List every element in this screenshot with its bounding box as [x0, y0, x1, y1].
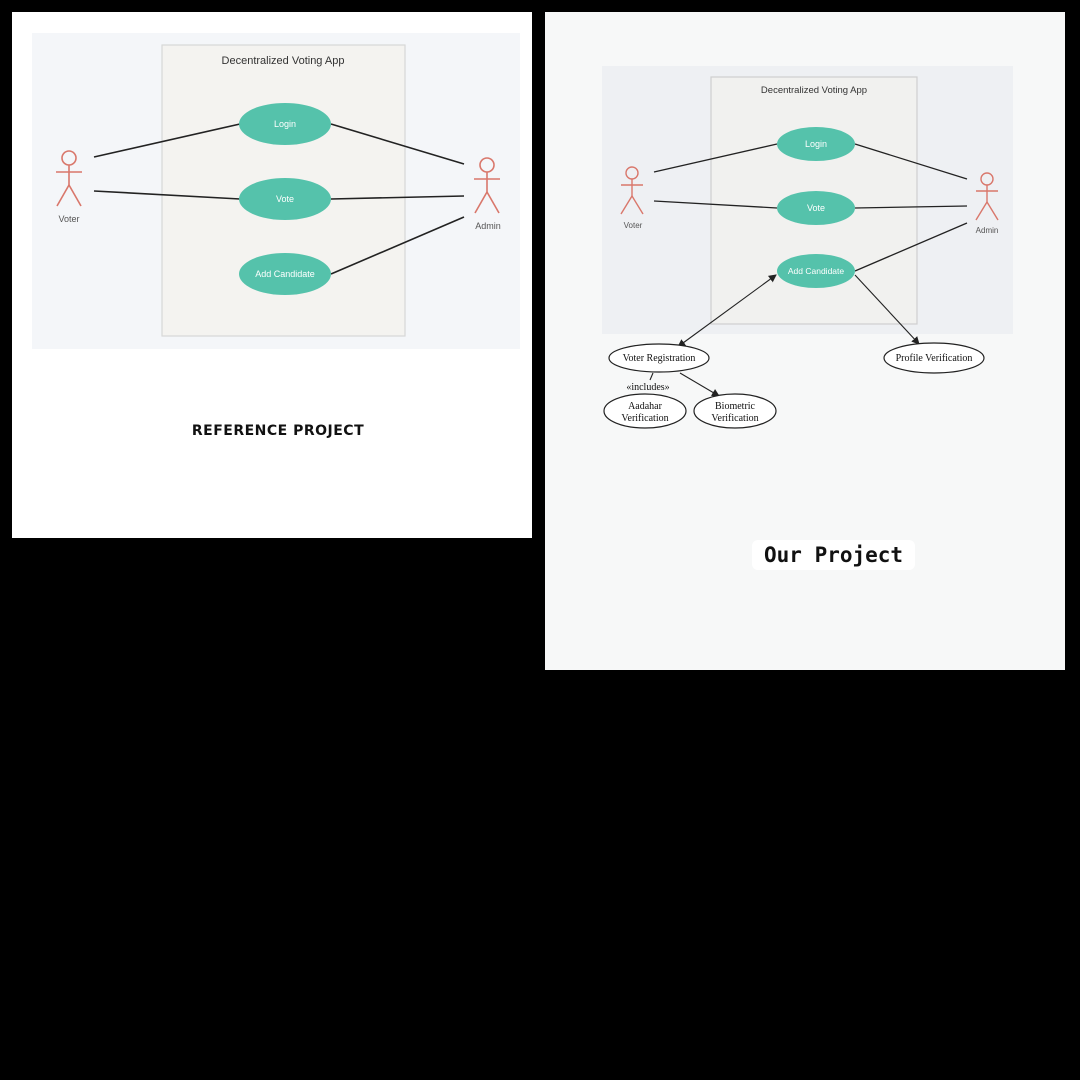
assoc-admin-vote [330, 195, 465, 200]
assoc-admin-login-ours [854, 143, 968, 180]
arrow-voter-registration-biometric [679, 372, 720, 397]
use-case-login [239, 103, 331, 145]
reference-system-title: Decentralized Voting App [222, 55, 345, 67]
assoc-voter-vote-ours [653, 200, 778, 209]
use-case-biometric-verification [693, 393, 777, 429]
use-case-add-candidate [239, 253, 331, 295]
use-case-add-candidate-ours-label: Add Candidate [788, 266, 845, 276]
use-case-add-candidate-ours [777, 254, 855, 288]
assoc-admin-add-candidate-ours [854, 222, 968, 272]
use-case-add-candidate-label: Add Candidate [255, 269, 315, 279]
admin-actor-label: Admin [475, 221, 501, 231]
aadahar-label-line2: Verification [621, 413, 668, 424]
voter-actor-icon-ours [620, 166, 644, 215]
assoc-admin-login [330, 123, 465, 165]
our-system-title: Decentralized Voting App [761, 85, 867, 96]
use-case-profile-verification-label: Profile Verification [896, 353, 973, 364]
use-case-vote-ours-label: Vote [807, 203, 825, 213]
use-case-login-ours [777, 127, 855, 161]
admin-actor-icon-ours [975, 172, 999, 221]
our-project-diagram: Decentralized Voting App Login Vote Add … [602, 66, 1013, 429]
assoc-voter-login-ours [653, 143, 778, 173]
arrow-add-candidate-voter-registration [677, 274, 777, 348]
assoc-voter-login [93, 123, 241, 158]
biometric-label-line1: Biometric [715, 401, 756, 412]
voter-actor-label: Voter [58, 214, 79, 224]
voter-actor-icon [56, 150, 82, 207]
assoc-admin-add-candidate [330, 216, 465, 275]
biometric-label-line2: Verification [711, 413, 758, 424]
use-case-vote [239, 178, 331, 220]
assoc-voter-vote [93, 190, 241, 200]
use-case-profile-verification [883, 342, 985, 374]
includes-label: «includes» [626, 382, 669, 393]
voter-actor-label-ours: Voter [624, 221, 643, 230]
arrow-add-candidate-profile-verification [854, 274, 920, 345]
aadahar-label-line1: Aadahar [628, 401, 663, 412]
use-case-login-ours-label: Login [805, 139, 827, 149]
assoc-admin-vote-ours [854, 205, 968, 209]
admin-actor-icon [474, 157, 500, 214]
use-case-vote-ours [777, 191, 855, 225]
admin-actor-label-ours: Admin [976, 226, 999, 235]
connector-voter-registration-aadahar [649, 372, 654, 381]
use-case-vote-label: Vote [276, 194, 294, 204]
reference-diagram: Decentralized Voting App Login Vote Add … [32, 33, 520, 349]
use-case-login-label: Login [274, 119, 296, 129]
use-case-aadahar-verification [603, 393, 687, 429]
use-case-voter-registration [608, 343, 710, 373]
use-case-voter-registration-label: Voter Registration [623, 353, 696, 364]
our-project-caption: Our Project [752, 540, 916, 570]
reference-project-caption: REFERENCE PROJECT [191, 423, 365, 439]
